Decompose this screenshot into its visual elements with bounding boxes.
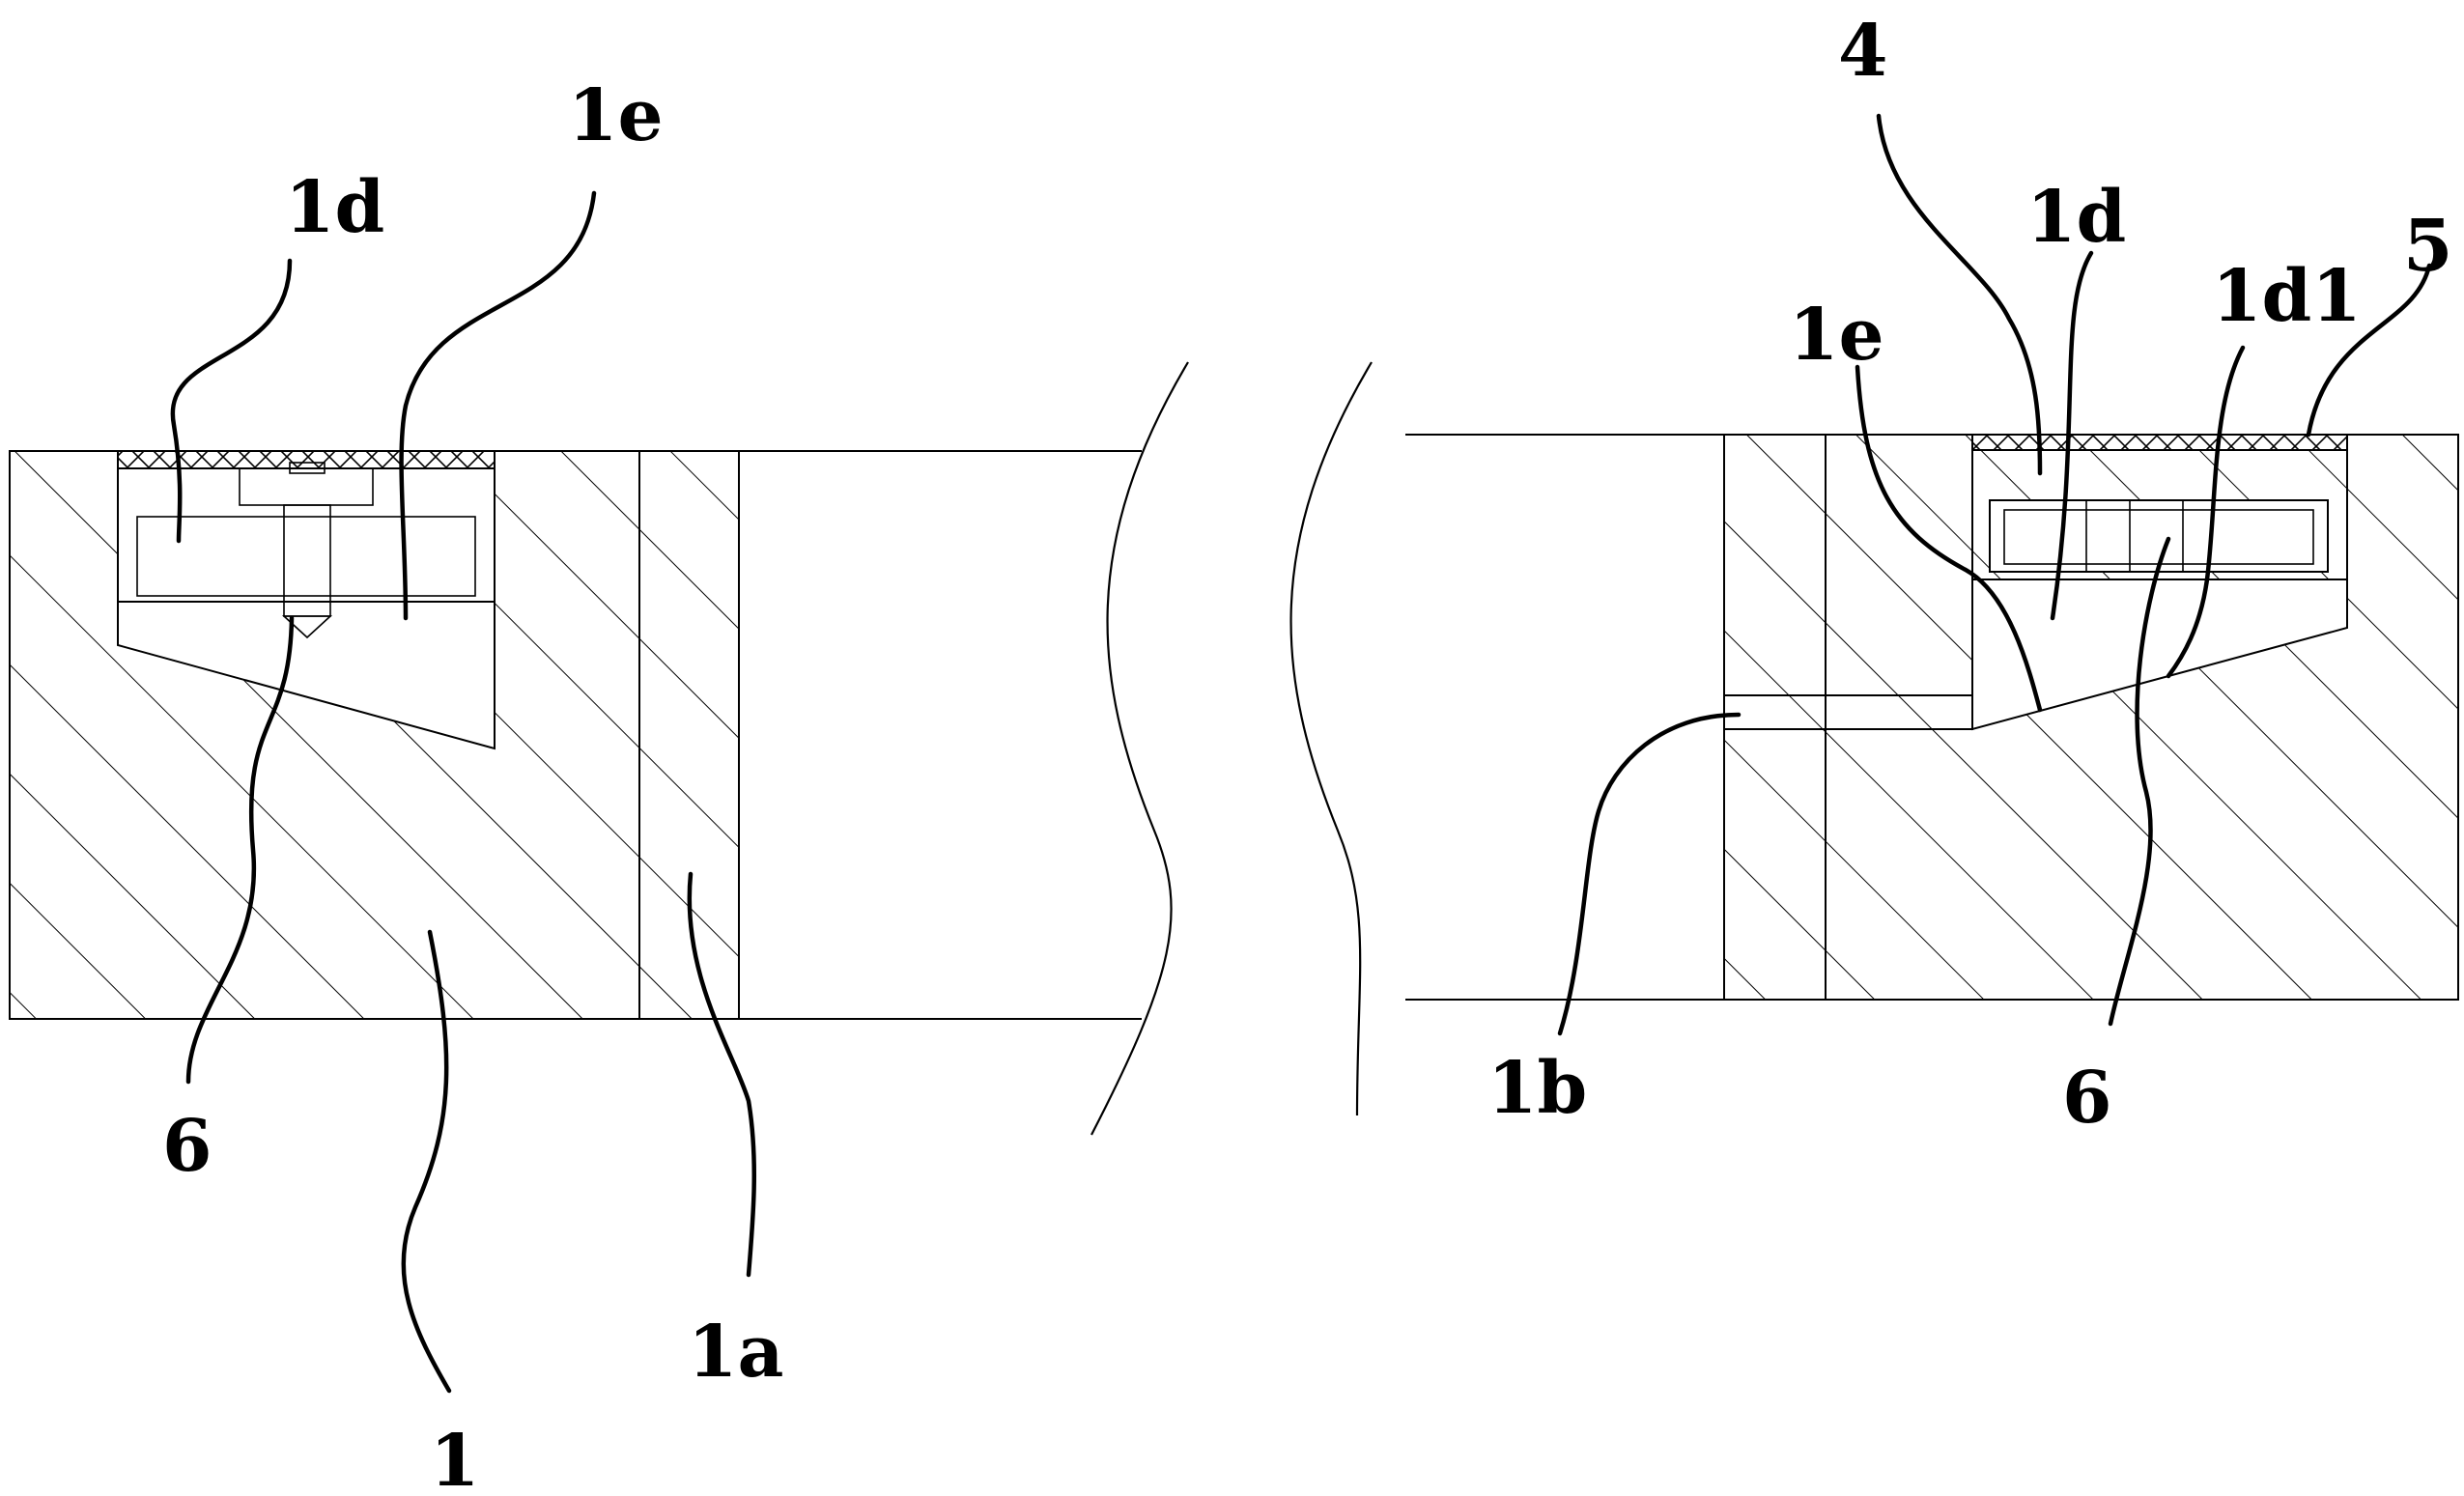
- label-right-1d1: 1d1: [2212, 255, 2362, 338]
- left-insert-1d: [118, 468, 495, 602]
- leader-right-1d1: [2168, 348, 2243, 676]
- right-cover-strip-5: [1972, 435, 2347, 450]
- label-right-5: 5: [2403, 205, 2453, 288]
- label-left-1d: 1d: [285, 166, 384, 249]
- label-left-1: 1: [430, 1420, 480, 1496]
- label-right-1b: 1b: [1487, 1047, 1587, 1130]
- break-line-right: [1291, 362, 1372, 1115]
- label-left-1e: 1e: [568, 74, 664, 157]
- label-right-1d: 1d: [2026, 176, 2126, 259]
- label-right-4: 4: [1838, 10, 1888, 93]
- right-insert-inner: [2004, 510, 2313, 564]
- label-right-6: 6: [2062, 1057, 2112, 1140]
- leader-right-1b: [1560, 715, 1739, 1033]
- leader-right-4: [1879, 116, 2040, 473]
- label-left-1a: 1a: [688, 1311, 783, 1394]
- label-left-6: 6: [162, 1105, 212, 1188]
- label-right-1e: 1e: [1789, 294, 1884, 377]
- right-section: [1405, 435, 2458, 1000]
- left-cover-strip: [118, 451, 495, 468]
